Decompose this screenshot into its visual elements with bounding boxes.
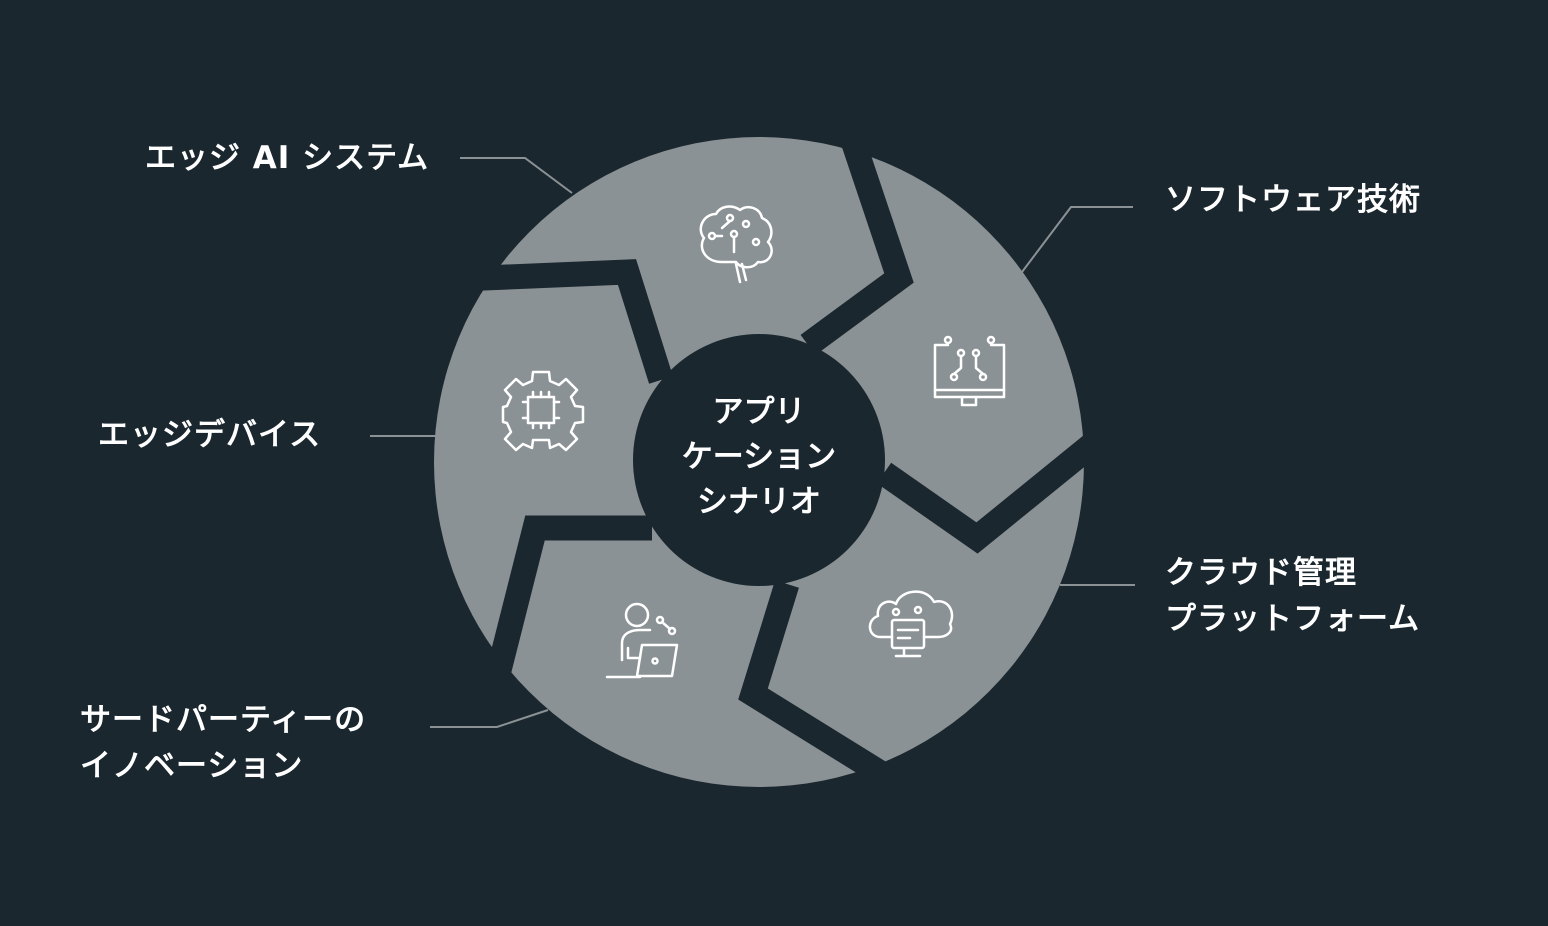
label-third-party-innovation: サードパーティーの イノベーション <box>80 697 366 789</box>
label-software-technology: ソフトウェア技術 <box>1165 177 1421 223</box>
gap-divider <box>738 580 902 793</box>
label-line: エッジ AI システム <box>145 140 430 176</box>
label-cloud-management: クラウド管理 プラットフォーム <box>1165 550 1420 642</box>
leader-line <box>430 709 549 728</box>
leader-line <box>1021 206 1133 273</box>
gear-chip-icon <box>501 370 585 452</box>
label-edge-ai-system: エッジ AI システム <box>145 135 429 181</box>
label-line: イノベーション <box>80 748 304 784</box>
center-title-line: シナリオ <box>697 484 821 520</box>
gap-divider <box>481 515 652 694</box>
center-hub <box>633 334 885 586</box>
label-line: クラウド管理 <box>1165 555 1357 591</box>
cloud-computer-icon <box>868 590 954 658</box>
person-laptop-icon <box>605 602 679 679</box>
gap-divider <box>876 420 1118 554</box>
label-line: プラットフォーム <box>1165 601 1421 637</box>
leader-line <box>460 157 573 194</box>
center-title-line: アプリ <box>712 394 806 430</box>
center-title-line: ケーション <box>681 439 837 475</box>
label-line: サードパーティーの <box>80 702 367 738</box>
label-line: ソフトウェア技術 <box>1165 182 1421 218</box>
gap-divider <box>800 116 914 356</box>
label-line: エッジデバイス <box>98 417 322 453</box>
label-edge-device: エッジデバイス <box>98 412 321 458</box>
center-title: アプリ ケーション シナリオ <box>633 390 885 525</box>
brain-circuit-icon <box>699 205 773 284</box>
gap-divider <box>459 259 673 384</box>
monitor-circuit-icon <box>933 335 1006 407</box>
